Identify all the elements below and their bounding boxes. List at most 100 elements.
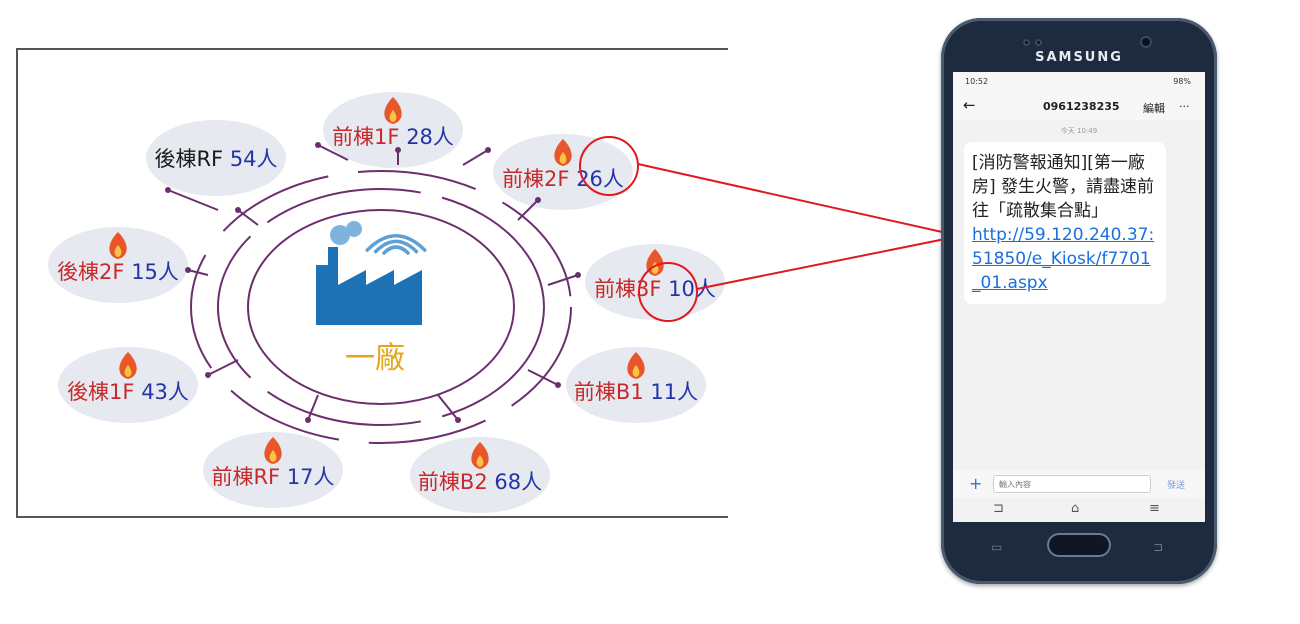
message-link[interactable]: http://59.120.240.37:51850/e_Kiosk/f7701… [972,225,1155,293]
message-input[interactable] [993,475,1151,493]
home-button[interactable] [1047,533,1111,557]
sensor-icon [1023,39,1030,46]
circuit-node [535,197,541,203]
circuit-trace [237,209,259,226]
fire-icon-inner [124,365,132,377]
front-camera-icon [1140,36,1152,48]
fire-icon-inner [559,152,567,164]
circuit-node [575,272,581,278]
floor-diagram-panel: 一廠 前棟1F 28人前棟2F 26人前棟3F 10人前棟B1 11人前棟B2 6… [16,48,728,518]
wifi-wave-icon [373,239,419,254]
zone-bubble [48,227,188,303]
nav-home-icon[interactable]: ⌂ [1071,501,1080,516]
circuit-trace [317,144,349,161]
phone-brand: SAMSUNG [1035,50,1123,65]
compose-bar: + 發送 [953,470,1205,498]
circuit-node [555,382,561,388]
navigation-bar: ⊐ ⌂ ≡ [953,498,1205,522]
message-timestamp: 今天 10:49 [1060,127,1098,135]
zone-count: 68人 [494,470,542,494]
fire-icon-inner [269,450,277,462]
circuit-trace [187,269,209,276]
circuit-trace [517,199,539,221]
zone-label: 後棟RF 54人 [154,147,277,171]
connector-line-3f [696,235,961,290]
zone-count: 54人 [230,147,278,171]
zone-label: 前棟B1 11人 [574,380,698,404]
smoke-icon [330,225,350,245]
circuit-ring [190,170,572,444]
more-options-icon[interactable]: ··· [1179,100,1190,113]
factory-icon [316,247,422,325]
zone-bubble [203,432,343,508]
contact-number: 0961238235 [1043,100,1120,113]
phone-screen: 10:52 98% ← 0961238235 編輯 ··· 今天 10:49 [… [953,72,1205,522]
zone-bubble [323,92,463,168]
zone-bubble [585,244,725,320]
zone-area: 前棟3F [594,277,668,301]
zone-area: 後棟RF [154,147,229,171]
circuit-node [205,372,211,378]
nav-menu-icon[interactable]: ≡ [1149,501,1160,516]
circuit-ring [217,188,545,426]
smartphone: SAMSUNG 10:52 98% ← 0961238235 編輯 ··· 今天… [941,18,1217,584]
smoke-icon [346,221,362,237]
circuit-trace [437,394,459,421]
zone-bubble [146,120,286,196]
add-attachment-icon[interactable]: + [969,474,983,493]
circuit-node [235,207,241,213]
zone-label: 後棟1F 43人 [67,380,189,404]
circuit-node [315,142,321,148]
nav-back-icon[interactable]: ⊐ [993,501,1004,516]
circuit-trace [207,359,239,376]
battery-level: 98% [1173,77,1191,86]
zone-area: 前棟1F [332,125,406,149]
message-text: [消防警報通知][第一廠房] 發生火警，請盡速前往「疏散集合點」 [972,153,1155,221]
circuit-node [305,417,311,423]
zone-bubble [493,134,633,210]
message-bubble[interactable]: [消防警報通知][第一廠房] 發生火警，請盡速前往「疏散集合點」 http://… [964,142,1166,304]
zone-area: 前棟B1 [574,380,650,404]
zone-area: 前棟B2 [418,470,494,494]
zone-area: 後棟1F [67,380,141,404]
zone-label: 前棟1F 28人 [332,125,454,149]
wifi-wave-icon [365,234,427,252]
zone-count: 26人 [576,167,624,191]
zone-area: 前棟RF [211,465,286,489]
zone-label: 前棟B2 68人 [418,470,542,494]
send-button[interactable]: 發送 [1167,481,1186,491]
wifi-wave-icon [382,245,410,255]
fire-icon-inner [476,455,484,467]
sensor-icon [1035,39,1042,46]
circuit-trace [167,189,219,211]
zone-bubble [566,347,706,423]
fire-icon-inner [114,245,122,257]
circuit-node [455,417,461,423]
zone-bubble [58,347,198,423]
back-arrow-icon[interactable]: ← [963,96,976,114]
circuit-trace [307,394,319,421]
factory-label: 一廠 [345,341,405,376]
zone-count: 11人 [650,380,698,404]
circuit-trace [527,369,559,386]
zone-label: 前棟3F 10人 [594,277,716,301]
recent-apps-key-icon[interactable]: ▭ [991,540,1003,554]
circuit-node [165,187,171,193]
fire-icon-inner [632,365,640,377]
circuit-trace [462,149,489,166]
circuit-ring [247,209,515,405]
zone-count: 10人 [668,277,716,301]
zone-label: 前棟2F 26人 [502,167,624,191]
circuit-node [395,147,401,153]
circuit-trace [547,274,579,286]
status-bar: 10:52 98% [953,72,1205,92]
zone-area: 前棟2F [502,167,576,191]
zone-count: 43人 [141,380,189,404]
zone-count: 17人 [287,465,335,489]
back-key-icon[interactable]: ⊐ [1153,540,1164,554]
zone-area: 後棟2F [57,260,131,284]
zone-label: 後棟2F 15人 [57,260,179,284]
status-time: 10:52 [965,77,989,86]
edit-button[interactable]: 編輯 [1143,102,1165,115]
